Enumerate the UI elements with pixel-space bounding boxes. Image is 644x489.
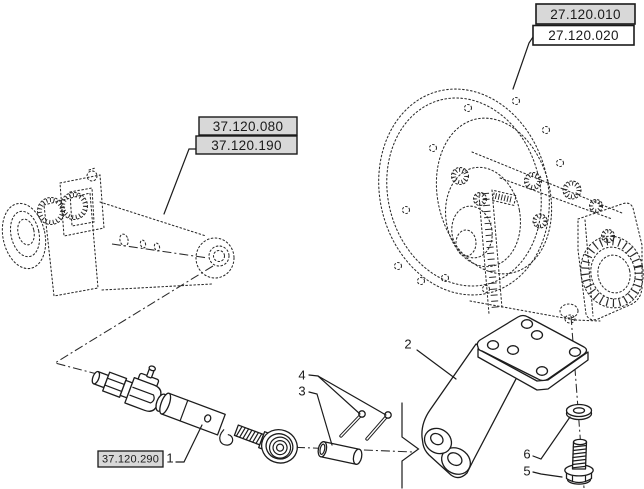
ref-box-label: 37.120.080 [213, 119, 284, 134]
ref-box-label: 27.120.010 [550, 7, 621, 22]
linch-clip [219, 429, 234, 446]
callout-3: 3 [298, 384, 305, 399]
maker-plate [491, 190, 517, 207]
stabilizer-assembly-part-1 [91, 365, 298, 464]
ref-box-27-120-020[interactable]: 27.120.020 [532, 24, 635, 46]
ref-box-37-120-080[interactable]: 37.120.080 [198, 116, 298, 136]
leader-5 [532, 471, 563, 478]
leader-6 [532, 416, 571, 460]
plate-holes [486, 319, 582, 376]
callout-6: 6 [523, 447, 530, 462]
leader-box-27-120-020 [512, 36, 534, 90]
callout-2: 2 [404, 337, 411, 352]
leader-box-37-120-190 [163, 148, 197, 215]
callout-1: 1 [166, 451, 173, 466]
callout-5: 5 [523, 464, 530, 479]
bolt-part-5 [564, 438, 594, 485]
assembly-group-bracket [401, 402, 420, 489]
pin-part-3 [317, 441, 363, 465]
leader-2 [416, 349, 457, 380]
split-pins-part-4 [339, 410, 392, 441]
grease-fitting [148, 365, 156, 372]
arm-centerline [111, 243, 209, 259]
callout-numbers: 1 2 3 4 5 6 [166, 337, 530, 479]
callout-4: 4 [298, 368, 305, 383]
leader-1 [175, 424, 203, 463]
housing-bosses [450, 166, 616, 244]
clevis-upper-eye [423, 427, 453, 455]
support-bracket-part-2 [421, 314, 589, 479]
ref-box-label: 37.120.290 [102, 454, 159, 466]
arm-to-stabilizer-centerline [53, 265, 214, 375]
ref-box-37-120-190[interactable]: 37.120.190 [195, 135, 298, 155]
plate-top-face [476, 314, 588, 382]
ball [268, 436, 292, 459]
reference-boxes: 27.120.010 27.120.020 37.120.080 37.120.… [97, 3, 636, 468]
flange-bolt-holes [393, 96, 565, 294]
lift-arm-reference-drawing [1, 167, 235, 297]
ref-box-label: 37.120.190 [211, 138, 282, 153]
leader-4b [317, 375, 387, 416]
ref-box-label: 27.120.020 [548, 28, 619, 43]
ref-box-37-120-290[interactable]: 37.120.290 [97, 450, 164, 468]
barrel-hole [203, 414, 212, 423]
washer-part-6 [565, 403, 593, 421]
clevis-lower-eye [441, 447, 471, 475]
leader-3 [308, 391, 333, 446]
ref-box-27-120-010[interactable]: 27.120.010 [535, 3, 636, 25]
axle-housing-reference-drawing [378, 88, 644, 324]
leader-lines [163, 36, 571, 478]
